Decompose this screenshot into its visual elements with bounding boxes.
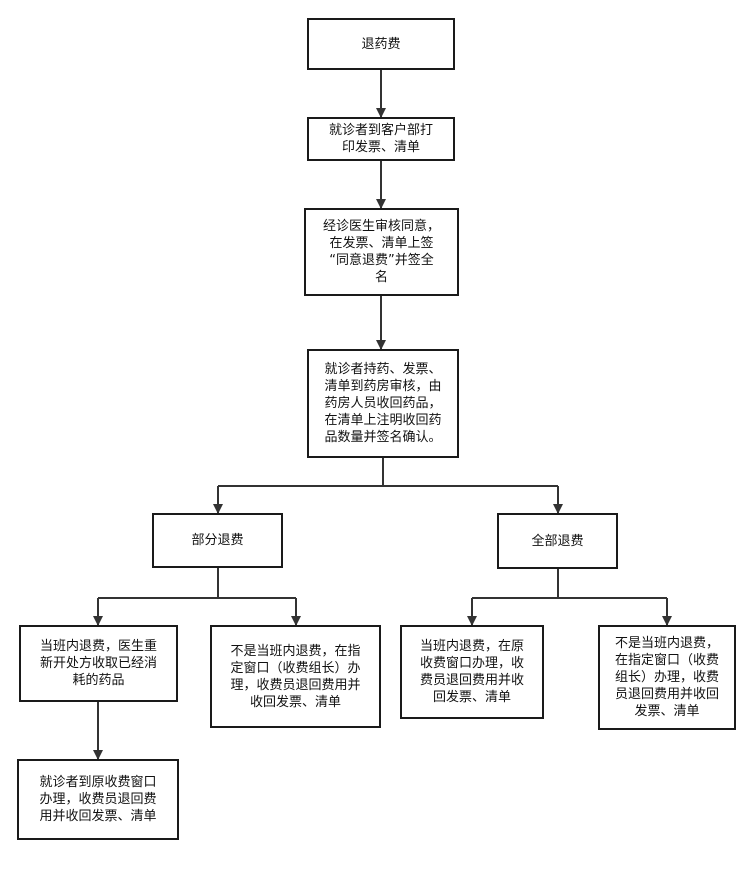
node-full-same-shift-text: 当班内退费，在原 收费窗口办理，收 费员退回费用并收 回发票、清单 <box>419 639 524 705</box>
node-print-invoice-text: 就诊者到客户部打 印发票、清单 <box>328 123 433 155</box>
node-pharmacy-review: 就诊者持药、发票、 清单到药房审核，由 药房人员收回药品， 在清单上注明收回药 … <box>307 349 459 458</box>
node-refund: 退药费 <box>307 18 455 70</box>
node-full-other-shift: 不是当班内退费， 在指定窗口（收费 组长）办理，收费 员退回费用并收回 发票、清… <box>598 625 736 730</box>
node-partial-other-shift-text: 不是当班内退费，在指 定窗口（收费组长）办 理，收费员退回费用并 收回发票、清单 <box>230 643 361 710</box>
node-partial-other-shift: 不是当班内退费，在指 定窗口（收费组长）办 理，收费员退回费用并 收回发票、清单 <box>210 625 381 728</box>
node-refund-text: 退药费 <box>361 36 401 52</box>
node-full-same-shift: 当班内退费，在原 收费窗口办理，收 费员退回费用并收 回发票、清单 <box>400 625 544 719</box>
node-partial-same-shift-text: 当班内退费，医生重 新开处方收取已经消 耗的药品 <box>39 639 157 688</box>
node-pharmacy-review-text: 就诊者持药、发票、 清单到药房审核，由 药房人员收回药品， 在清单上注明收回药 … <box>324 362 442 445</box>
node-doctor-approval: 经诊医生审核同意， 在发票、清单上签 “同意退费”并签全 名 <box>304 208 459 296</box>
node-full-refund: 全部退费 <box>497 513 618 569</box>
node-original-window: 就诊者到原收费窗口 办理，收费员退回费 用并收回发票、清单 <box>17 759 179 840</box>
node-original-window-text: 就诊者到原收费窗口 办理，收费员退回费 用并收回发票、清单 <box>39 775 157 824</box>
node-print-invoice: 就诊者到客户部打 印发票、清单 <box>307 117 455 161</box>
node-partial-refund-text: 部分退费 <box>191 533 244 548</box>
node-full-other-shift-text: 不是当班内退费， 在指定窗口（收费 组长）办理，收费 员退回费用并收回 发票、清… <box>614 636 719 719</box>
node-partial-same-shift: 当班内退费，医生重 新开处方收取已经消 耗的药品 <box>19 625 178 702</box>
node-doctor-approval-text: 经诊医生审核同意， 在发票、清单上签 “同意退费”并签全 名 <box>322 219 440 285</box>
node-full-refund-text: 全部退费 <box>531 533 584 549</box>
node-partial-refund: 部分退费 <box>152 513 283 568</box>
